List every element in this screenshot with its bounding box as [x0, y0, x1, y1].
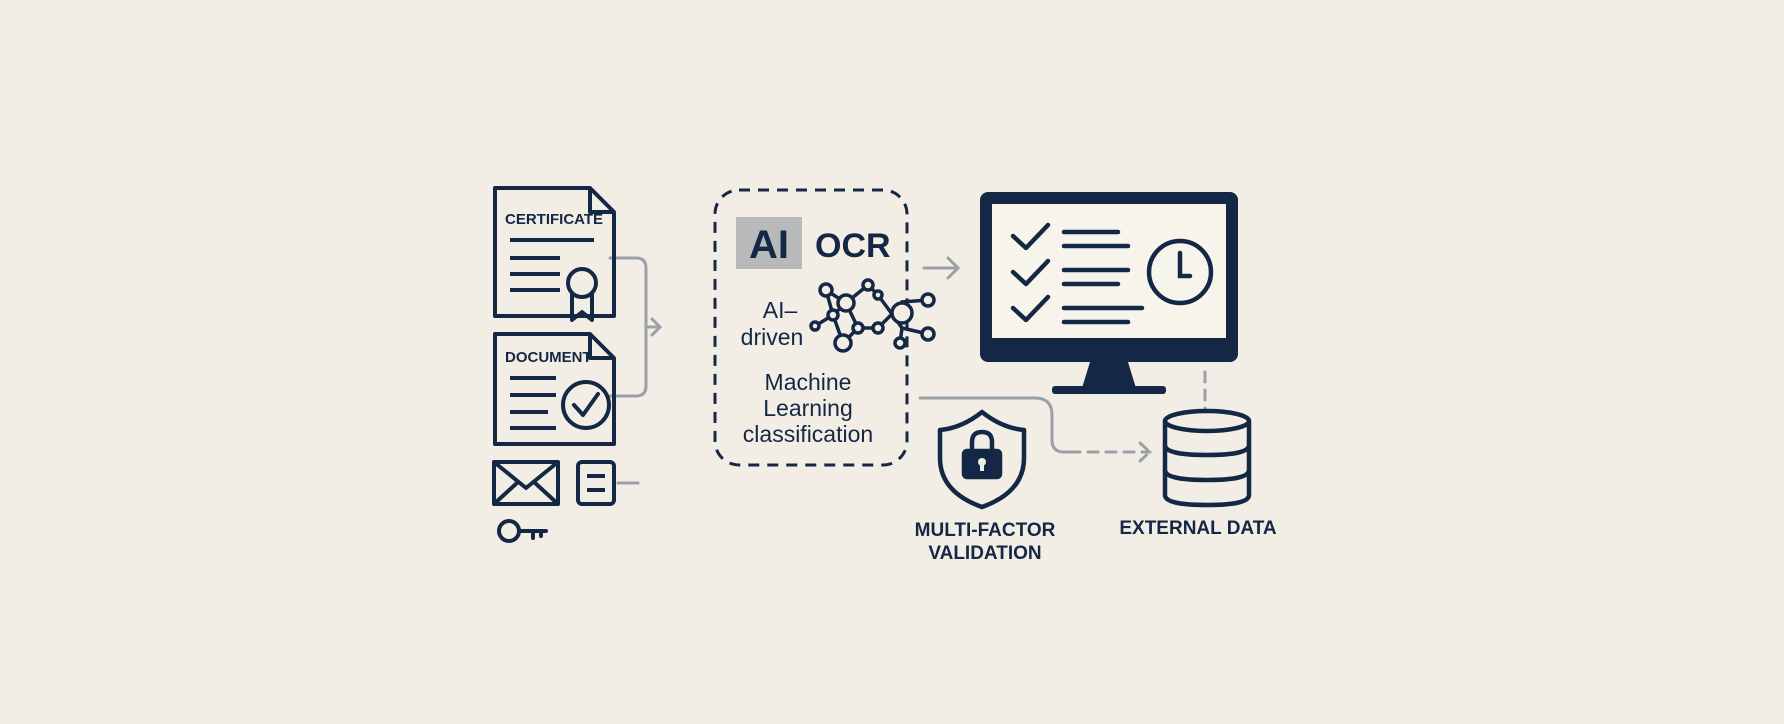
- ocr-label: OCR: [815, 227, 891, 265]
- external-data-label: EXTERNAL DATA: [1119, 518, 1277, 539]
- database-icon: [1162, 408, 1252, 508]
- ml-line1: Machine: [765, 369, 852, 395]
- certificate-icon: [493, 186, 616, 318]
- validation-label-line2: VALIDATION: [928, 543, 1041, 564]
- validation-label-line1: MULTI-FACTOR: [915, 520, 1056, 541]
- neural-network-icon: [809, 278, 936, 353]
- document-icon: [493, 332, 616, 446]
- connectors: [608, 256, 1207, 485]
- input-arrow: [644, 317, 663, 337]
- validation-to-database-arrow: [1068, 441, 1153, 463]
- process-to-validation-line: [918, 396, 1072, 454]
- ribbon-seal-icon: [566, 267, 598, 322]
- checkmark-circle-icon: [561, 380, 611, 430]
- ai-badge: [736, 217, 802, 269]
- shield-lock-icon: [937, 409, 1027, 510]
- note-icon: [576, 460, 616, 506]
- process-to-monitor-arrow: [922, 256, 961, 280]
- ai-driven-line1: AI–: [763, 297, 798, 323]
- document-label: DOCUMENT: [505, 349, 592, 366]
- ai-driven-line2: driven: [741, 324, 804, 350]
- ai-badge-label: AI: [749, 223, 789, 267]
- clock-icon: [1146, 238, 1214, 306]
- checklist-icon: [1010, 222, 1145, 325]
- certificate-label: CERTIFICATE: [505, 211, 603, 228]
- ml-line2: Learning: [763, 395, 853, 421]
- monitor-icon: [980, 192, 1238, 394]
- key-icon: [497, 519, 548, 543]
- envelope-icon: [492, 460, 560, 506]
- ml-line3: classification: [743, 421, 873, 447]
